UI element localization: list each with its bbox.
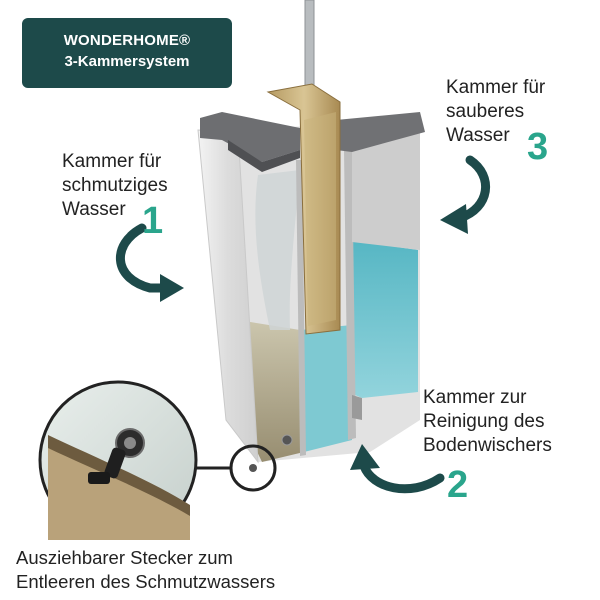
- mop-pad-texture: [304, 112, 336, 326]
- drain-plug-caption: Ausziehbarer Stecker zum Entleeren des S…: [16, 547, 276, 592]
- chamber-2-number: 2: [447, 464, 469, 506]
- bucket-right-upper-wall: [352, 124, 420, 250]
- dirty-water-splash: [255, 170, 300, 330]
- curved-arrow-icon: [440, 155, 490, 234]
- drain-plug-icon: [88, 428, 145, 484]
- clean-water-chamber: [348, 240, 418, 398]
- brand-subtitle: 3-Kammersystem: [64, 53, 190, 70]
- bucket-drain-plug: [281, 434, 293, 446]
- rinse-chamber-water: [300, 325, 352, 452]
- partition-left: [296, 160, 306, 456]
- bucket-rim-shadow: [228, 140, 300, 172]
- bucket-rim-right: [336, 112, 425, 152]
- chamber-3-number: 3: [527, 126, 549, 168]
- chamber-2-label: Kammer zur Reinigung des Bodenwischers: [423, 387, 552, 456]
- chamber-3-label: Kammer für sauberes Wasser: [446, 77, 546, 146]
- brand-badge: WONDERHOME® 3-Kammersystem: [22, 18, 232, 88]
- zoom-bucket-edge-light: [48, 448, 190, 540]
- chamber-1-number: 1: [142, 200, 164, 242]
- partition-drain: [352, 395, 362, 420]
- bucket-rim: [200, 112, 300, 162]
- curved-arrow-icon: [115, 223, 184, 302]
- brand-name: WONDERHOME®: [63, 32, 191, 49]
- curved-arrow-icon: [350, 444, 445, 494]
- chamber-1-label: Kammer für schmutziges Wasser: [62, 151, 168, 220]
